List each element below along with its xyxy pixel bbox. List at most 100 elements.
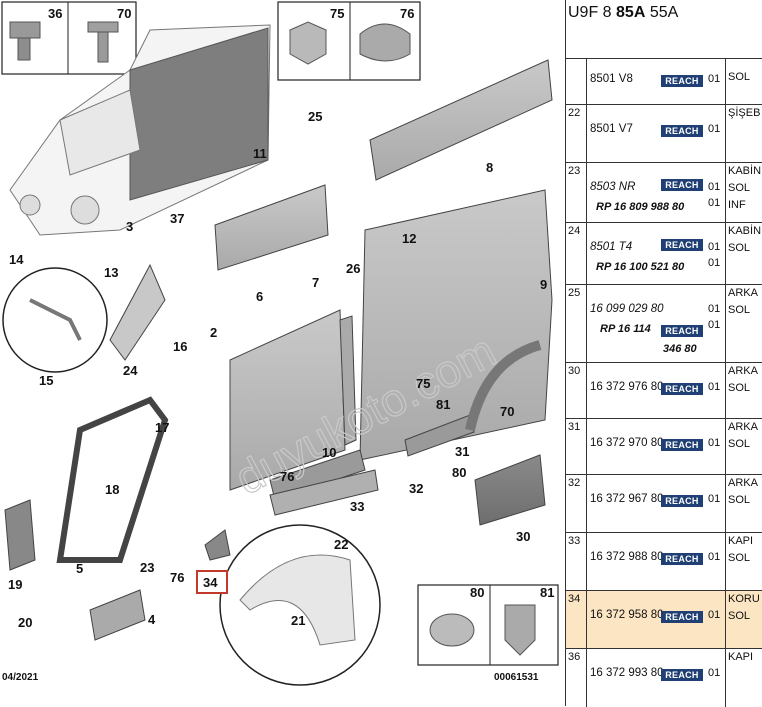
reach-badge: REACH xyxy=(661,439,703,451)
panel-6 xyxy=(229,309,346,491)
callout: 14 xyxy=(9,252,24,267)
description-line: KABİN xyxy=(728,165,762,177)
part-reference: 16 099 029 80 xyxy=(590,303,664,315)
callout: 25 xyxy=(308,109,322,124)
part-reference: 16 372 970 80 xyxy=(590,437,664,449)
description-line: SOL xyxy=(728,610,751,622)
description-line: ARKA xyxy=(728,365,758,377)
callout: 11 xyxy=(253,146,267,161)
callout: 81 xyxy=(540,585,554,600)
row-number: 23 xyxy=(568,165,581,177)
strip-33 xyxy=(269,469,379,516)
callout: 7 xyxy=(312,275,319,290)
callout: 80 xyxy=(470,585,484,600)
part-reference-secondary: RP 16 809 988 80 xyxy=(596,201,685,213)
reach-badge: REACH xyxy=(661,383,703,395)
callout: 75 xyxy=(416,376,430,391)
callout: 22 xyxy=(334,537,348,552)
part-reference: 16 372 993 80 xyxy=(590,667,664,679)
callout: 5 xyxy=(76,561,83,576)
callout: 76 xyxy=(280,469,294,484)
part-4 xyxy=(89,589,146,641)
quantity: 01 xyxy=(708,381,721,393)
quantity: 01 xyxy=(708,609,721,621)
description-line: ARKA xyxy=(728,421,758,433)
callout-highlighted: 34 xyxy=(203,575,218,590)
reach-badge: REACH xyxy=(661,669,703,681)
description-line: INF xyxy=(728,199,746,211)
frame-24 xyxy=(56,396,169,563)
part-reference: 8501 V8 xyxy=(590,73,633,85)
part-reference-tertiary: 346 80 xyxy=(663,343,697,355)
reach-badge: REACH xyxy=(661,611,703,623)
header-model: U9F 8 xyxy=(568,4,612,21)
strip-32 xyxy=(404,414,475,457)
callout: 32 xyxy=(409,481,423,496)
kit-box-80-81 xyxy=(417,584,559,666)
part-reference: 16 372 958 80 xyxy=(590,609,664,621)
callout-kit-4: 76 xyxy=(400,6,414,21)
callout: 10 xyxy=(322,445,336,460)
callout-kit-3: 75 xyxy=(330,6,344,21)
callout: 37 xyxy=(170,211,184,226)
callout: 15 xyxy=(39,373,53,388)
callout-kit-1: 36 xyxy=(48,6,62,21)
callout: 13 xyxy=(104,265,118,280)
description-line: SOL xyxy=(728,552,751,564)
arch-31 xyxy=(465,340,542,432)
diagram-date: 04/2021 xyxy=(2,672,39,683)
description-line: KAPI xyxy=(728,535,754,547)
description-line: KABİN xyxy=(728,225,762,237)
callout: 17 xyxy=(155,420,169,435)
part-reference: 16 372 976 80 xyxy=(590,381,664,393)
quantity: 01 xyxy=(708,437,721,449)
part-19 xyxy=(4,499,36,571)
row-number: 36 xyxy=(568,651,581,663)
callout: 81 xyxy=(436,397,450,412)
part-reference: 16 372 967 80 xyxy=(590,493,664,505)
table-header: U9F 8 85A 55A xyxy=(566,0,678,26)
row-number: 25 xyxy=(568,287,581,299)
callouts: 8 11 25 12 26 37 3 14 13 6 7 9 2 16 75 8… xyxy=(8,109,554,630)
header-suffix: 55A xyxy=(649,4,679,21)
description-line: KORU xyxy=(728,593,760,605)
quantity-secondary: 01 xyxy=(708,197,721,209)
description-line: KAPI xyxy=(728,651,754,663)
callout: 4 xyxy=(148,612,156,627)
callout: 2 xyxy=(210,325,217,340)
row-number: 33 xyxy=(568,535,581,547)
exploded-parts-diagram: 36 70 75 76 duyukoto.com xyxy=(1,1,559,686)
callout: 19 xyxy=(8,577,22,592)
description-line: SOL xyxy=(728,494,751,506)
callout: 70 xyxy=(500,404,514,419)
quantity-secondary: 01 xyxy=(708,319,721,331)
callout: 26 xyxy=(346,261,360,276)
quantity-secondary: 01 xyxy=(708,257,721,269)
callout: 80 xyxy=(452,465,466,480)
callout: 24 xyxy=(123,363,138,378)
callout: 12 xyxy=(402,231,416,246)
part-reference: 16 372 988 80 xyxy=(590,551,664,563)
row-number: 22 xyxy=(568,107,581,119)
quantity: 01 xyxy=(708,181,721,193)
panel-11 xyxy=(214,184,329,271)
callout: 20 xyxy=(18,615,32,630)
reach-badge: REACH xyxy=(661,179,703,191)
callout: 16 xyxy=(173,339,187,354)
pillar-3 xyxy=(109,263,166,361)
description-line: SOL xyxy=(728,242,751,254)
pillar-7 xyxy=(339,315,357,446)
part-reference: 8501 T4 xyxy=(590,241,633,253)
reach-badge: REACH xyxy=(661,239,703,251)
